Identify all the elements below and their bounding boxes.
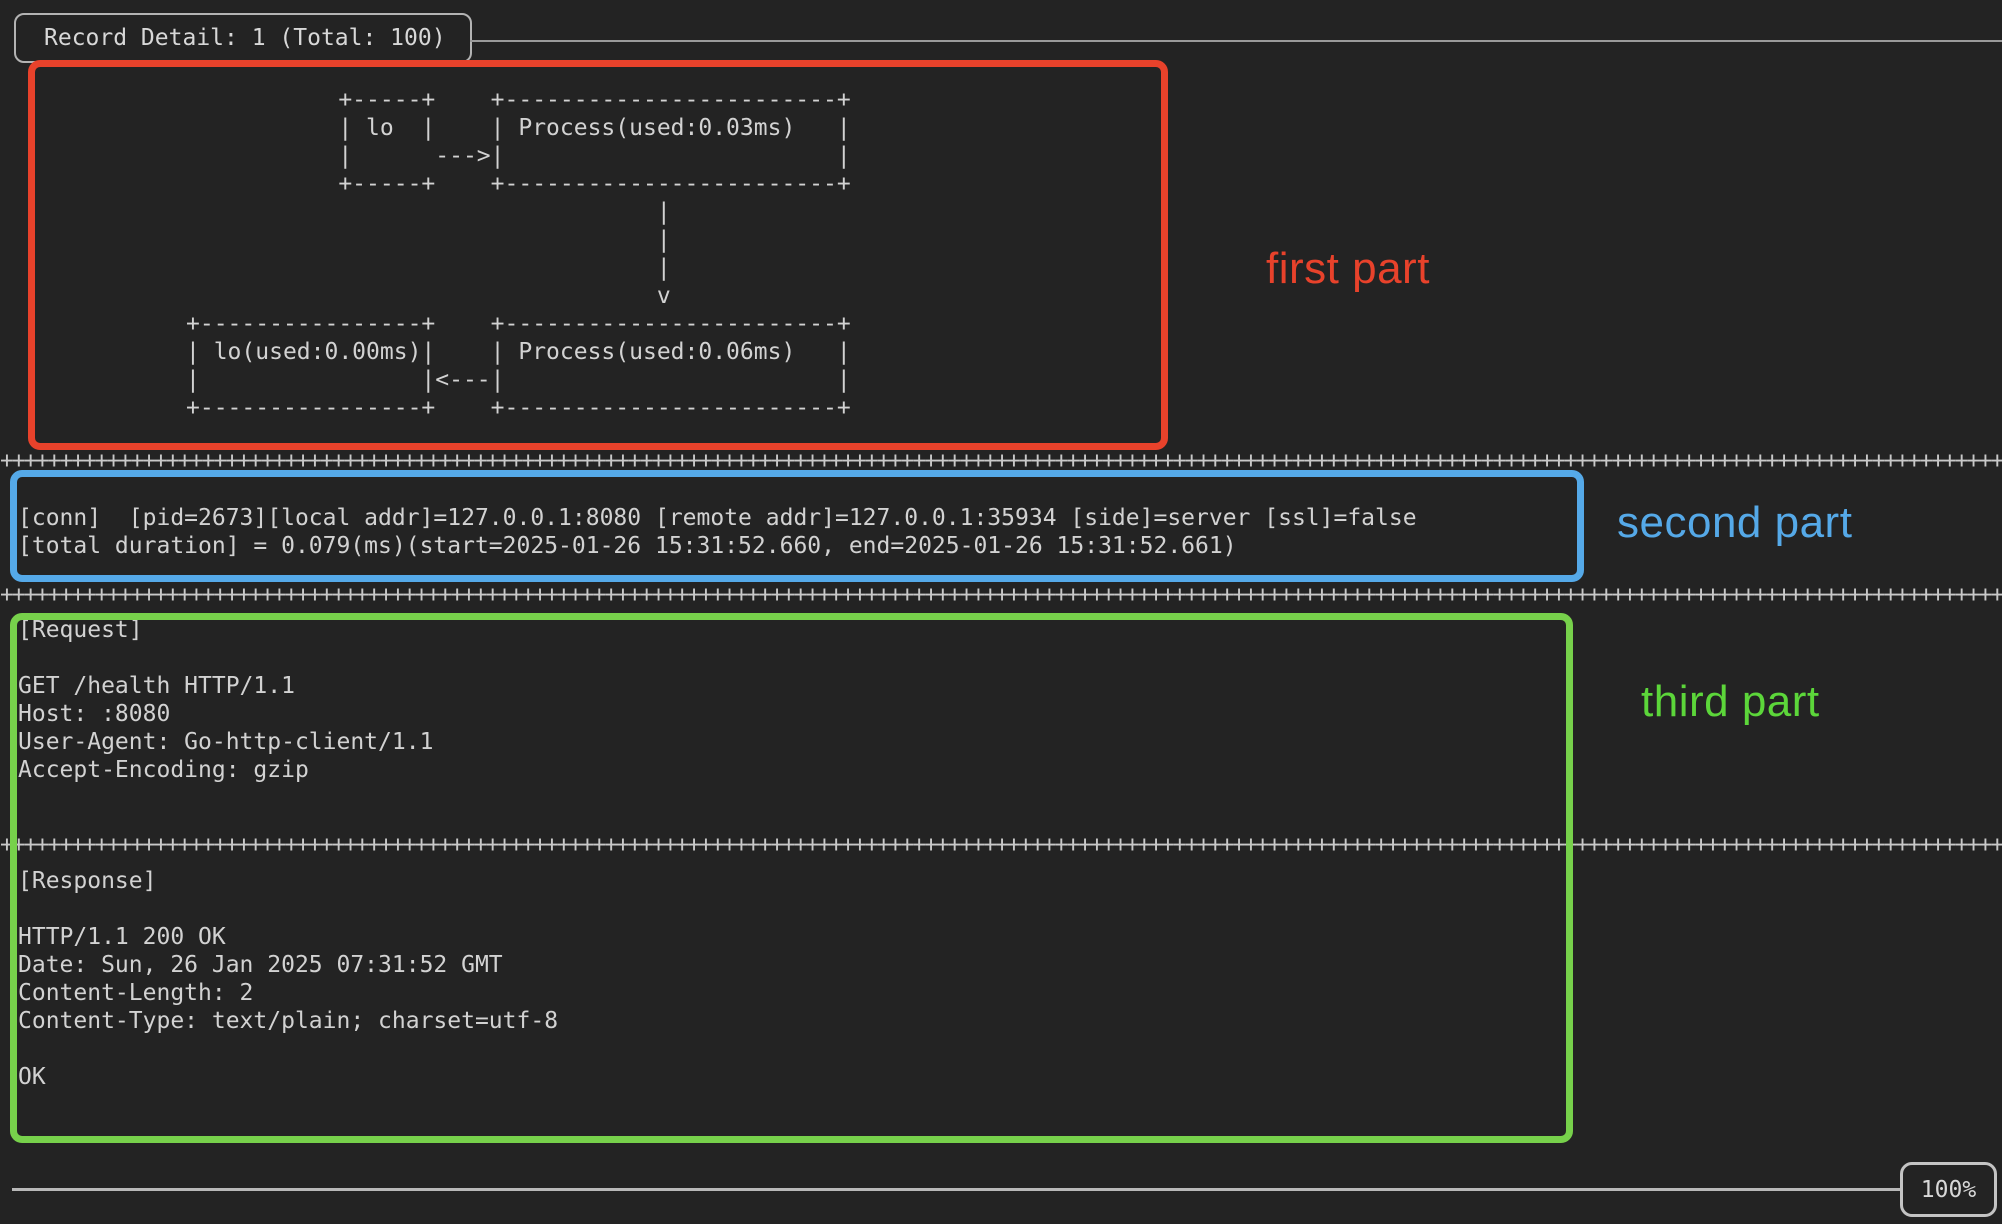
connection-summary: [conn] [pid=2673][local addr]=127.0.0.1:… [18, 505, 1417, 559]
first-part-highlight-box [28, 60, 1168, 450]
http-request-block: [Request] GET /health HTTP/1.1 Host: :80… [18, 617, 434, 783]
section-divider-request-response: ++++++++++++++++++++++++++++++++++++++++… [0, 832, 2002, 858]
section-divider-top: ++++++++++++++++++++++++++++++++++++++++… [0, 448, 2002, 474]
packet-flow-diagram: +-----+ +------------------------+ | lo … [186, 87, 851, 421]
section-divider-middle: ++++++++++++++++++++++++++++++++++++++++… [0, 582, 2002, 608]
third-part-highlight-box [10, 613, 1573, 1143]
scroll-percentage-badge: 100% [1900, 1162, 1997, 1217]
first-part-label: first part [1266, 244, 1430, 293]
second-part-highlight-box [10, 470, 1584, 582]
scroll-percentage-value: 100% [1920, 1176, 1977, 1203]
page-title: Record Detail: 1 (Total: 100) [44, 25, 446, 51]
panel-top-border [470, 40, 2002, 42]
record-detail-title-box: Record Detail: 1 (Total: 100) [14, 13, 472, 63]
third-part-label: third part [1641, 677, 1820, 726]
http-response-block: [Response] HTTP/1.1 200 OK Date: Sun, 26… [18, 868, 559, 1090]
second-part-label: second part [1617, 498, 1853, 547]
panel-bottom-border [12, 1188, 1903, 1191]
